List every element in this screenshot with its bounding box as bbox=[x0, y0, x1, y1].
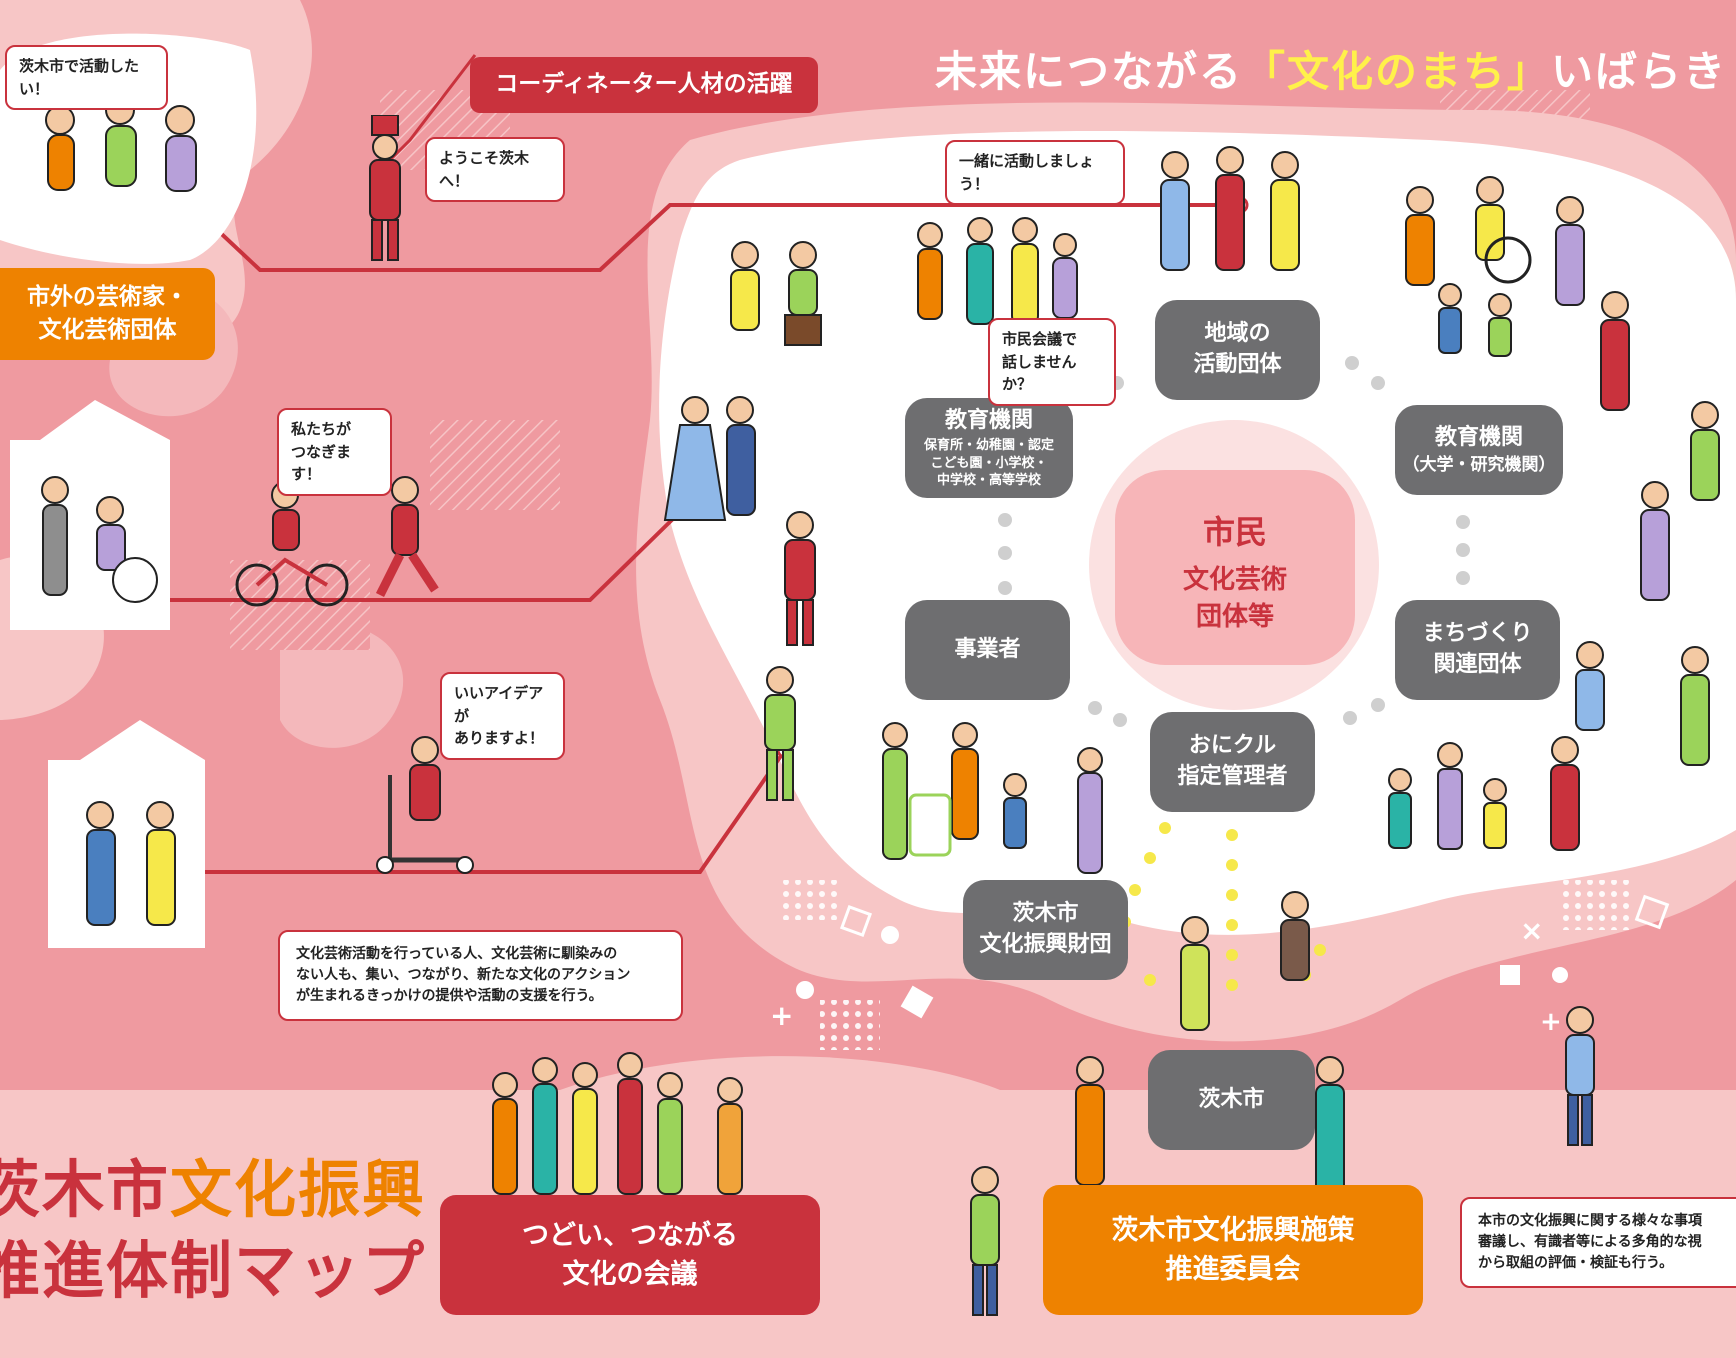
child-bicycle bbox=[235, 480, 355, 614]
bubble-committee-desc-text: 本市の文化振興に関する様々な事項 審議し、有識者等による多角的な視 から取組の評… bbox=[1478, 1213, 1702, 1271]
bubble-citizen-meeting: 市民会議で 話しませんか？ bbox=[988, 318, 1116, 406]
center-box bbox=[1115, 470, 1355, 665]
person-top-hat bbox=[350, 114, 420, 269]
deco-circle-2 bbox=[881, 926, 899, 944]
node-community-groups-label: 地域の 活動団体 bbox=[1193, 321, 1282, 377]
node-businesses-label: 事業者 bbox=[954, 636, 1021, 662]
bubble-meeting-desc-text: 文化芸術活動を行っている人、文化芸術に馴染みの ない人も、集い、つながり、新たな… bbox=[296, 946, 631, 1004]
people-group-topright bbox=[1390, 160, 1640, 364]
center-line2: 文化芸術 bbox=[1182, 565, 1287, 595]
pointing-person-left bbox=[950, 1150, 1020, 1324]
node-foundation: 茨木市 文化振興財団 bbox=[963, 880, 1128, 980]
elderly-people bbox=[25, 470, 165, 614]
performer-red bbox=[765, 505, 835, 659]
slogan-suffix: いばらき bbox=[1551, 47, 1728, 96]
person-right-edge bbox=[1545, 1000, 1615, 1154]
meeting-crowd bbox=[480, 1050, 770, 1204]
banner-meeting: つどい、つながる 文化の会議 bbox=[440, 1195, 820, 1315]
node-foundation-label: 茨木市 文化振興財団 bbox=[979, 901, 1112, 957]
people-group-right bbox=[1575, 285, 1735, 619]
bubble-meeting-desc: 文化芸術活動を行っている人、文化芸術に馴染みの ない人も、集い、つながり、新たな… bbox=[278, 930, 683, 1021]
banner-coordinator-label: コーディネーター人材の活躍 bbox=[495, 71, 793, 98]
committee-people bbox=[1050, 1040, 1370, 1214]
deco-dots-2 bbox=[1560, 880, 1630, 930]
bubble-we-connect: 私たちが つなぎます！ bbox=[277, 408, 392, 496]
banner-meeting-label: つどい、つながる 文化の会議 bbox=[522, 1219, 738, 1290]
bubble-good-idea-text: いいアイデアが ありますよ！ bbox=[454, 684, 545, 747]
people-group-topcenter bbox=[1145, 145, 1315, 289]
node-city: 茨木市 bbox=[1148, 1050, 1315, 1150]
title-line1: 茨木市文化振興 bbox=[0, 1150, 426, 1231]
node-education-schools-label: 教育機関 bbox=[944, 408, 1033, 434]
node-onikuru: おにクル 指定管理者 bbox=[1150, 712, 1315, 812]
hatch-patch-2 bbox=[430, 420, 560, 510]
title-line1-red: 茨木市 bbox=[0, 1153, 171, 1226]
bubble-lets-act: 一緒に活動しましょう！ bbox=[945, 140, 1125, 205]
line-mid bbox=[140, 510, 682, 602]
node-onikuru-label: おにクル 指定管理者 bbox=[1177, 733, 1288, 789]
center-line1: 市民 bbox=[1202, 513, 1267, 551]
banner-outside-artists: 市外の芸術家・ 文化芸術団体 bbox=[0, 268, 215, 360]
slogan-highlight: 「文化のまち」 bbox=[1243, 47, 1552, 96]
banner-committee-label: 茨木市文化振興施策 推進委員会 bbox=[1111, 1214, 1355, 1285]
node-education-univ: 教育機関 （大学・研究機関） bbox=[1395, 405, 1563, 495]
deco-square-2 bbox=[900, 985, 934, 1019]
node-education-univ-detail: （大学・研究機関） bbox=[1402, 454, 1556, 475]
svg-text:+: + bbox=[1540, 1007, 1562, 1037]
deco-circle-3 bbox=[1552, 967, 1568, 983]
scooter-person bbox=[370, 735, 480, 879]
line-top bbox=[178, 193, 1240, 272]
light-blob-mid bbox=[280, 623, 404, 748]
deco-dots-1 bbox=[780, 880, 840, 920]
banner-committee: 茨木市文化振興施策 推進委員会 bbox=[1043, 1185, 1423, 1315]
node-businesses: 事業者 bbox=[905, 600, 1070, 700]
title-line1-orange: 文化振興 bbox=[170, 1153, 427, 1226]
people-house-bottom bbox=[65, 795, 195, 939]
deco-square-4 bbox=[1500, 965, 1520, 985]
title-line2: 推進体制マップ bbox=[0, 1233, 427, 1307]
node-city-label: 茨木市 bbox=[1198, 1086, 1265, 1112]
deco-dots-3 bbox=[820, 1000, 880, 1050]
bubble-we-connect-text: 私たちが つなぎます！ bbox=[291, 420, 352, 483]
center-line3: 団体等 bbox=[1195, 602, 1274, 632]
bubble-want-to-act: 茨木市で活動したい！ bbox=[5, 45, 168, 110]
dotted-ring bbox=[998, 356, 1470, 727]
node-town-planning: まちづくり 関連団体 bbox=[1395, 600, 1560, 700]
line-bottom bbox=[160, 748, 787, 874]
bubble-citizen-meeting-text: 市民会議で 話しませんか？ bbox=[1002, 330, 1078, 393]
running-person bbox=[360, 475, 450, 609]
node-town-planning-label: まちづくり 関連団体 bbox=[1422, 621, 1533, 677]
bubble-lets-act-text: 一緒に活動しましょう！ bbox=[959, 152, 1095, 193]
deco-circle-1 bbox=[796, 981, 814, 999]
bubble-committee-desc: 本市の文化振興に関する様々な事項 審議し、有識者等による多角的な視 から取組の評… bbox=[1460, 1197, 1736, 1288]
svg-text:×: × bbox=[1520, 914, 1543, 947]
deco-square-1 bbox=[839, 904, 873, 938]
cheering-people-center bbox=[1150, 885, 1340, 1039]
center-citizens: 市民 文化芸術 団体等 bbox=[1115, 480, 1355, 660]
banner-outside-artists-label: 市外の芸術家・ 文化芸術団体 bbox=[27, 283, 188, 343]
page-title: 茨木市文化振興 推進体制マップ bbox=[0, 1150, 426, 1311]
slogan-prefix: 未来につながる bbox=[935, 47, 1244, 96]
bubble-welcome: ようこそ茨木へ！ bbox=[425, 137, 565, 202]
people-group-right-bottom bbox=[1360, 630, 1730, 864]
node-education-schools: 教育機関 保育所・幼稚園・認定 こども園・小学校・ 中学校・高等学校 bbox=[905, 398, 1073, 498]
painter-person bbox=[740, 660, 820, 814]
bubble-good-idea: いいアイデアが ありますよ！ bbox=[440, 672, 565, 760]
node-education-schools-detail: 保育所・幼稚園・認定 こども園・小学校・ 中学校・高等学校 bbox=[923, 438, 1054, 489]
node-education-univ-label: 教育機関 bbox=[1434, 425, 1523, 451]
header-slogan: 未来につながる「文化のまち」いばらき bbox=[935, 38, 1727, 99]
svg-text:+: + bbox=[770, 999, 793, 1032]
violin-duo bbox=[655, 395, 775, 529]
musicians-group bbox=[715, 240, 835, 354]
node-community-groups: 地域の 活動団体 bbox=[1155, 300, 1320, 400]
family-group-bottom bbox=[870, 715, 1120, 889]
family-group-top bbox=[905, 215, 1085, 359]
bottom-band bbox=[0, 1090, 1736, 1358]
deco-square-3 bbox=[1634, 894, 1670, 930]
bubble-want-to-act-text: 茨木市で活動したい！ bbox=[19, 57, 140, 98]
banner-coordinator: コーディネーター人材の活躍 bbox=[470, 57, 818, 113]
bubble-welcome-text: ようこそ茨木へ！ bbox=[439, 149, 530, 190]
